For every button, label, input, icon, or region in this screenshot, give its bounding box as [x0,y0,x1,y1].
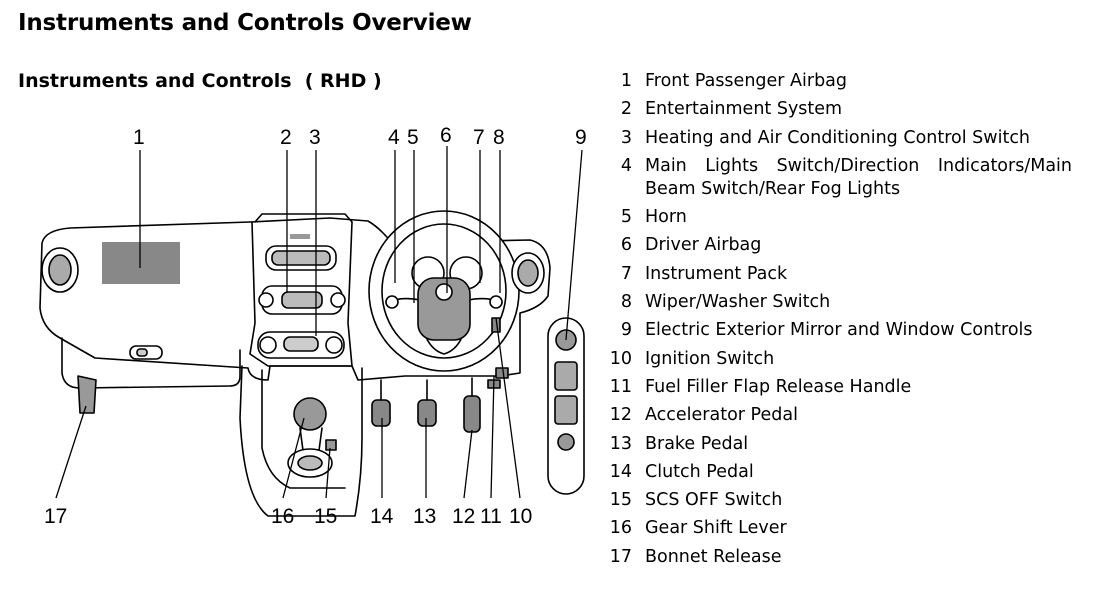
callout-7: 7 [473,126,485,149]
legend-label: Heating and Air Conditioning Control Swi… [645,127,1031,148]
gear-knob [293,397,327,431]
legend-item: 13 Brake Pedal [602,433,1072,456]
legend-item: 7 Instrument Pack [602,263,1072,286]
legend-item: 4 Main Lights Switch/Direction Indicators… [602,155,1072,201]
legend-number: 15 [609,490,632,511]
callout-16: 16 [271,505,295,528]
callout-13: 13 [413,505,437,528]
callout-9: 9 [575,126,587,149]
legend-item: 5 Horn [602,206,1072,229]
legend-label: Instrument Pack [645,263,788,284]
legend-item: 10 Ignition Switch [602,348,1072,371]
legend-number: 13 [609,433,632,454]
legend-item: 2 Entertainment System [602,98,1072,121]
legend-number: 9 [620,320,632,341]
legend-item: 17 Bonnet Release [602,546,1072,569]
legend-item: 1 Front Passenger Airbag [602,70,1072,93]
callout-1: 1 [133,126,145,149]
brake-pedal [417,399,437,427]
dashboard-diagram [39,146,585,517]
legend-item: 16 Gear Shift Lever [602,517,1072,540]
legend-item: 3 Heating and Air Conditioning Control Sw… [602,127,1072,150]
legend-label: Entertainment System [645,99,843,120]
legend-number: 8 [620,292,632,313]
legend-label: Wiper/Washer Switch [645,292,831,313]
driver-airbag [417,277,471,341]
callout-6: 6 [440,124,452,147]
callout-4: 4 [388,126,400,149]
callout-10: 10 [509,505,533,528]
legend-label: Main Lights Switch/Direction Indicators/… [645,155,1072,199]
dashboard-outline [39,217,551,381]
legend-label: SCS OFF Switch [645,490,783,511]
legend-number: 4 [620,155,632,176]
legend-number: 11 [609,376,632,397]
legend-list: 1 Front Passenger Airbag 2 Entertainment S… [602,70,1072,574]
legend-item: 15 SCS OFF Switch [602,489,1072,512]
callout-12: 12 [452,505,476,528]
legend-item: 8 Wiper/Washer Switch [602,291,1072,314]
legend-label: Horn [645,207,687,228]
clutch-pedal [371,399,391,427]
legend-label: Front Passenger Airbag [645,71,848,91]
bonnet-release [77,375,97,414]
legend-item: 11 Fuel Filler Flap Release Handle [602,376,1072,399]
legend-label: Driver Airbag [645,235,762,256]
legend-number: 3 [620,127,632,148]
legend-label: Fuel Filler Flap Release Handle [645,376,912,397]
legend-number: 16 [609,518,632,539]
callout-11: 11 [480,505,502,528]
legend-label: Accelerator Pedal [645,405,798,426]
legend-item: 6 Driver Airbag [602,234,1072,257]
legend-label: Electric Exterior Mirror and Window Cont… [645,320,1033,341]
callout-3: 3 [309,126,321,149]
legend-number: 6 [620,235,632,256]
legend-number: 12 [609,405,632,426]
callout-5: 5 [407,126,419,149]
page-title: Instruments and Controls Overview [18,10,472,36]
legend-number: 7 [620,263,632,284]
legend-label: Bonnet Release [645,546,782,567]
legend-label: Ignition Switch [645,348,775,369]
passenger-airbag-panel [102,242,180,284]
section-title: Instruments and Controls ( RHD ) [18,70,382,92]
callout-17: 17 [44,505,68,528]
callout-15: 15 [314,505,338,528]
legend-label: Clutch Pedal [645,461,754,482]
legend-number: 14 [609,461,632,482]
legend-number: 1 [620,71,632,91]
legend-item: 14 Clutch Pedal [602,461,1072,484]
legend-number: 10 [609,348,632,369]
center-stack [249,221,353,367]
legend-item: 9 Electric Exterior Mirror and Window Con… [602,319,1072,342]
legend-number: 5 [620,207,632,228]
accelerator-pedal [463,395,481,433]
legend-label: Gear Shift Lever [645,518,787,539]
legend-label: Brake Pedal [645,433,749,454]
legend-number: 2 [620,99,632,120]
callout-8: 8 [493,126,505,149]
center-console [239,365,363,517]
callout-2: 2 [280,126,292,149]
legend-item: 12 Accelerator Pedal [602,404,1072,427]
callout-14: 14 [370,505,394,528]
legend-number: 17 [609,546,632,567]
